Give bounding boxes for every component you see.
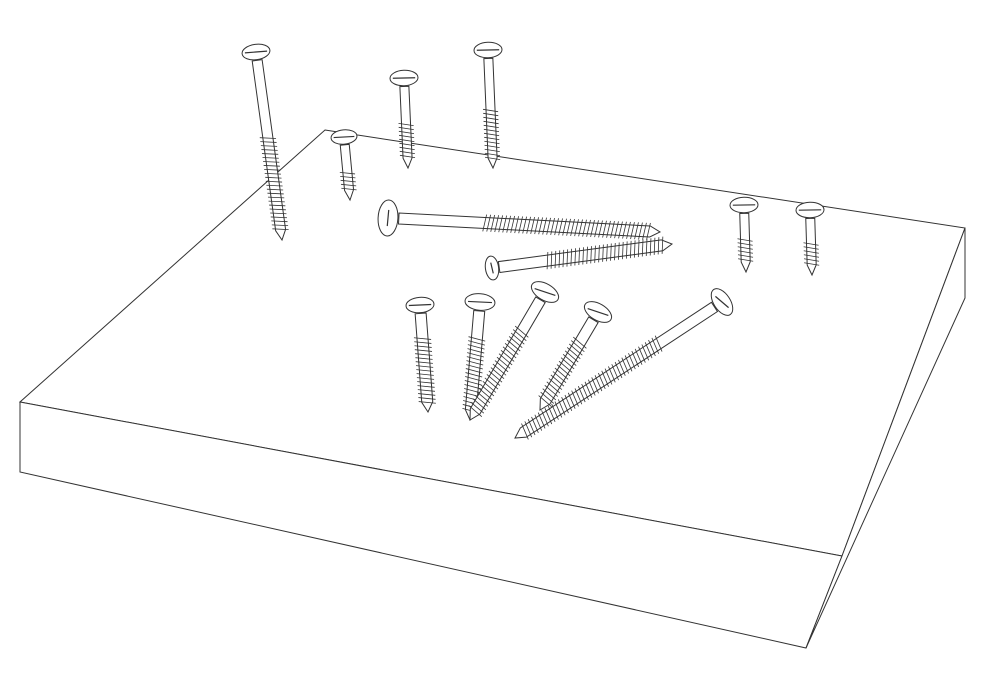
screw-thread [413,337,436,404]
screw [389,69,419,170]
screw-shaft [397,212,662,238]
board-right-face [805,227,966,649]
screw [468,281,560,421]
screw-thread [468,325,529,417]
screw-slot [386,209,390,227]
screw-slot [534,288,556,296]
screw-thread [546,236,664,270]
screw-slot [408,303,432,307]
screws-group [241,41,825,440]
screw [405,296,436,414]
screw [538,301,613,411]
screw-shaft [805,217,817,277]
screw-slot [468,300,492,304]
screw-shaft [514,301,719,439]
screw [241,43,289,242]
screw-thread [398,122,416,159]
screw [795,201,825,277]
screw-slot [490,262,494,274]
screw-thread [538,336,587,408]
screw-thread [259,137,289,231]
screw [330,129,358,202]
screw [484,236,674,281]
screw [729,196,759,274]
screw-shaft [739,212,751,274]
screw [473,41,503,170]
screw-thread [339,171,357,191]
screw-slot [715,295,729,309]
screw [462,293,496,422]
screw-thread [521,335,663,440]
screw [514,288,734,440]
screw-shaft [539,316,599,411]
screw-slot [392,77,416,79]
wooden-board [18,129,966,649]
screw-thread [482,108,501,161]
screw-slot [333,135,355,139]
screw-thread [737,238,754,262]
screw-thread [482,214,651,240]
screw-shaft [497,239,674,274]
screw-shaft [339,143,355,202]
screw [377,199,662,240]
screw-slot [476,49,500,51]
screw-slot [244,50,268,54]
screw-shaft [483,57,498,170]
screw-thread [803,242,820,266]
screw-slot [587,307,609,317]
